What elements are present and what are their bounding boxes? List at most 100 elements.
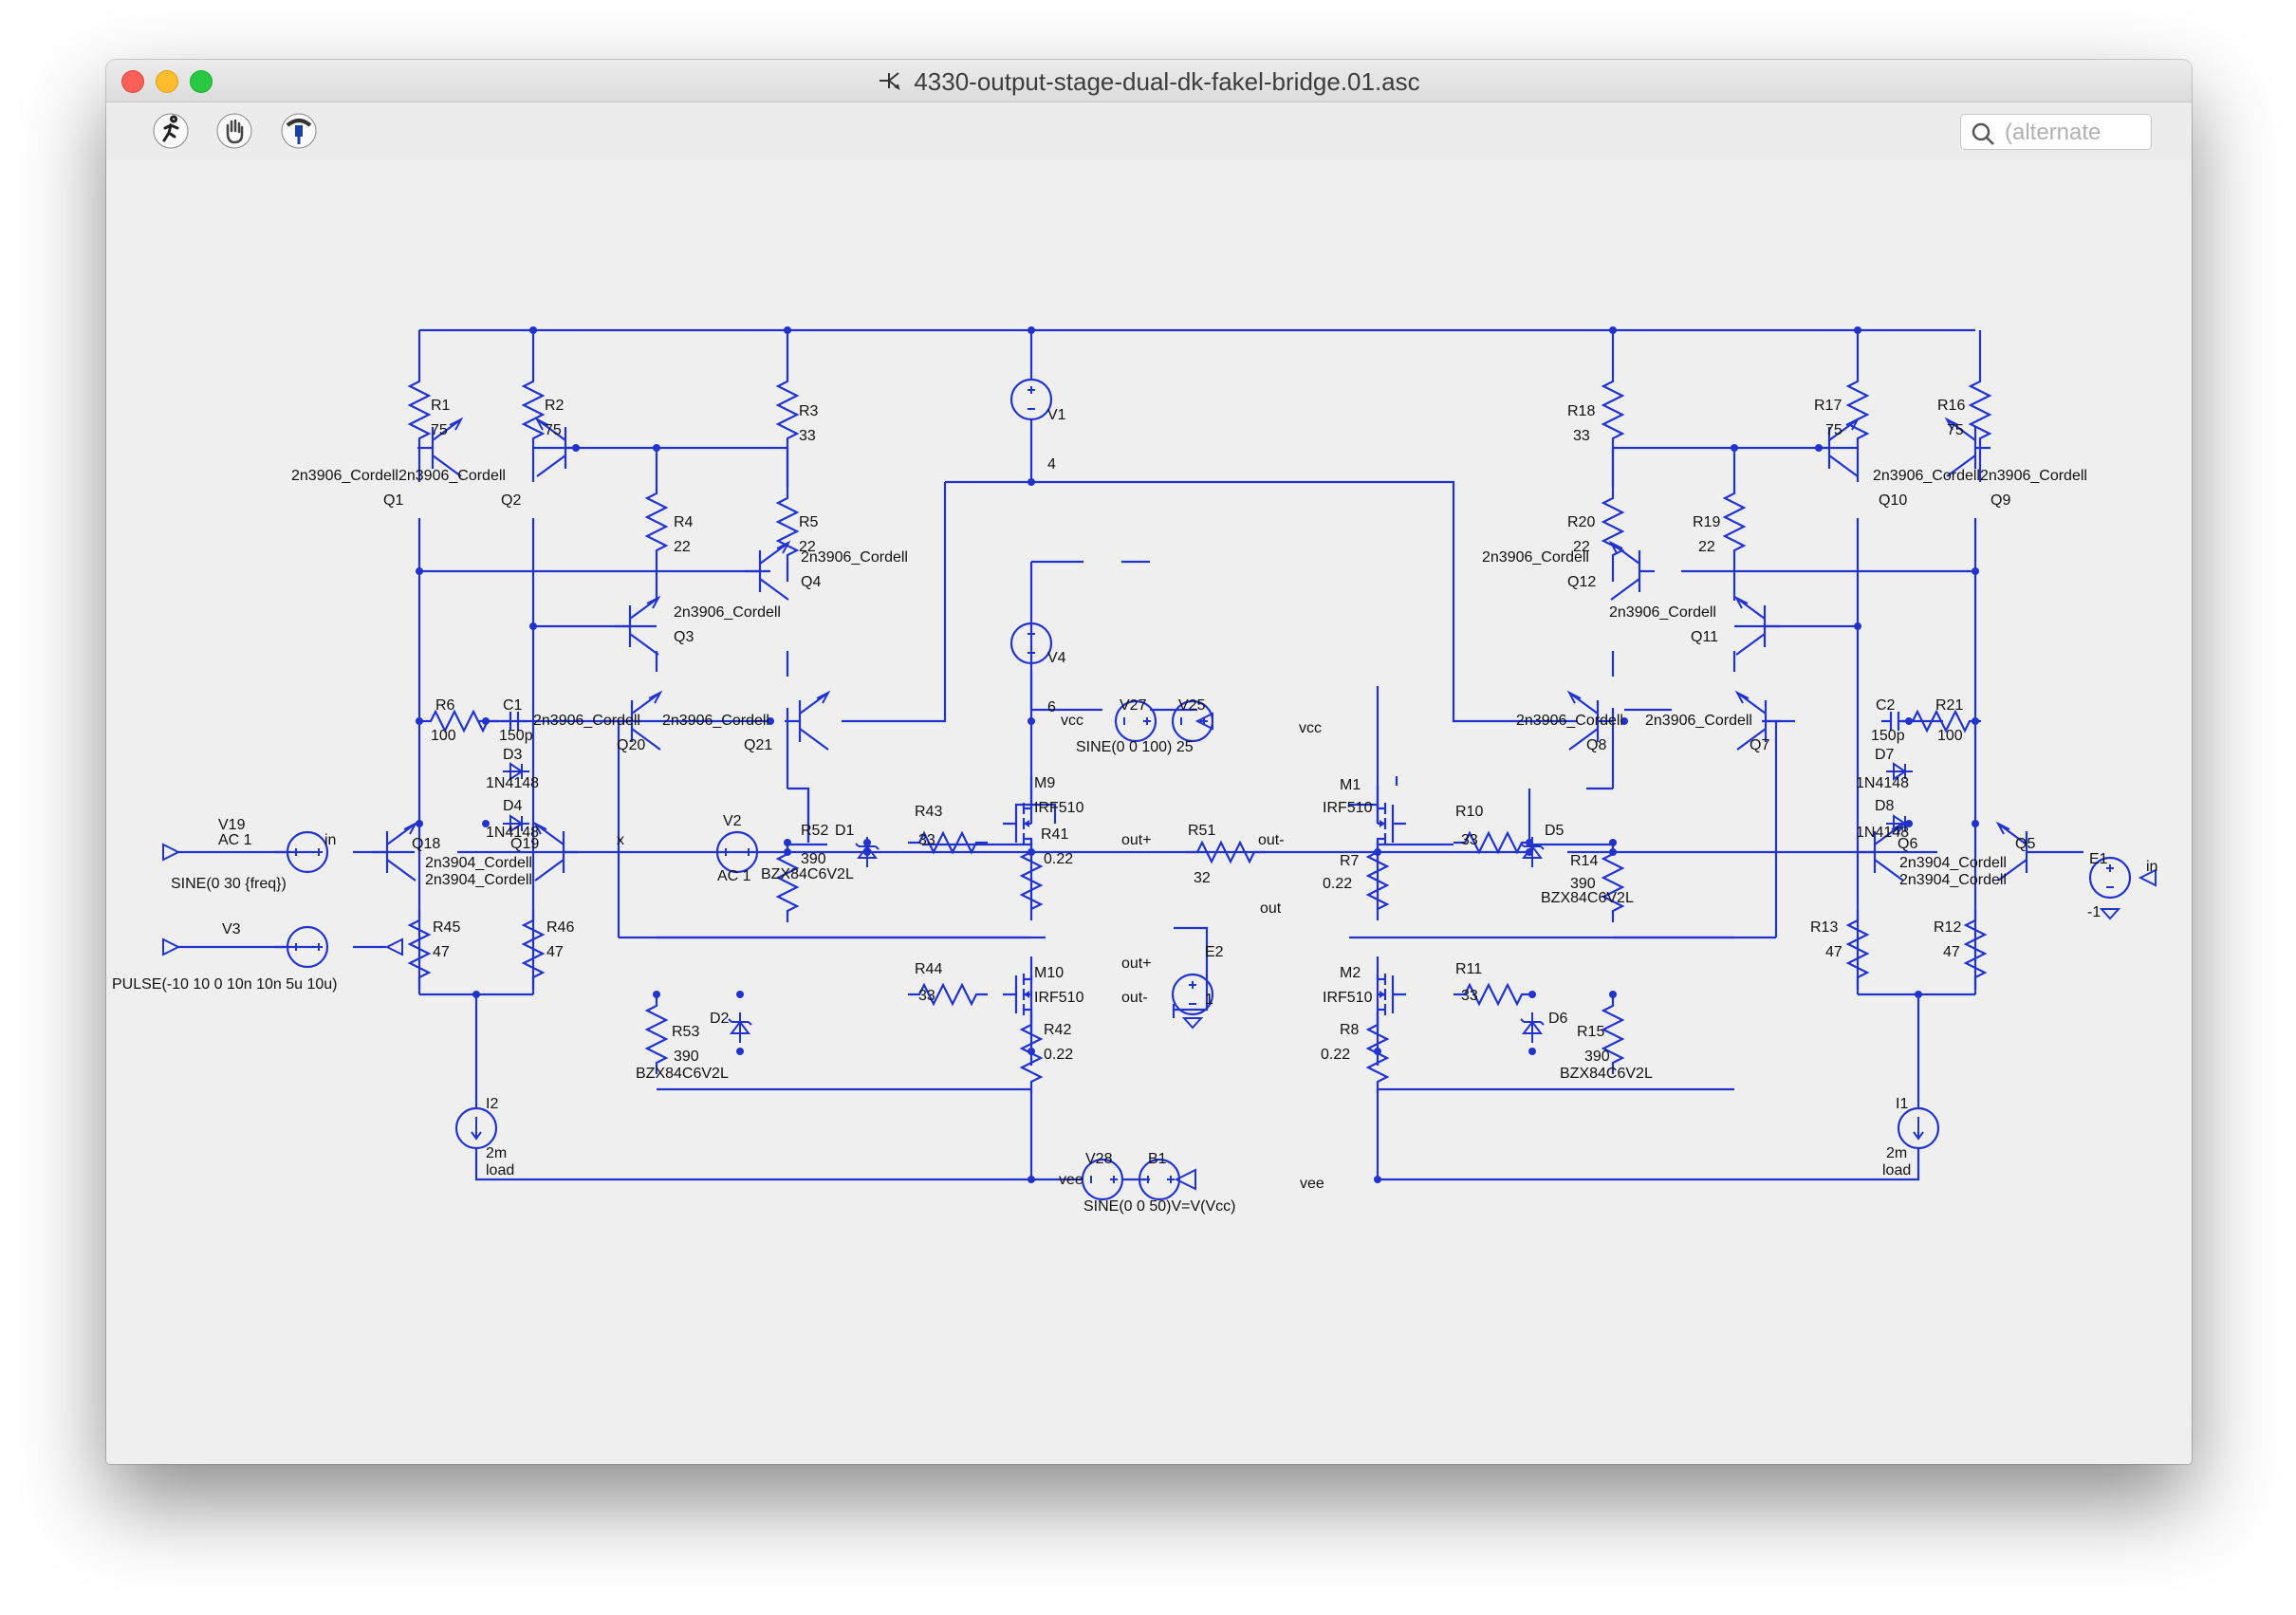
label: load bbox=[486, 1162, 514, 1179]
label: D6 bbox=[1548, 1011, 1568, 1027]
label: 47 bbox=[546, 944, 564, 960]
label: out- bbox=[1258, 832, 1285, 848]
label: V4 bbox=[1047, 650, 1066, 666]
label: Q11 bbox=[1691, 629, 1718, 645]
label: PULSE(-10 10 0 10n 10n 5u 10u) bbox=[112, 976, 338, 993]
label: 33 bbox=[1573, 428, 1590, 444]
label: D2 bbox=[710, 1011, 730, 1027]
label: C1 bbox=[503, 697, 523, 714]
label: vcc bbox=[1299, 720, 1322, 736]
label: in bbox=[324, 832, 336, 848]
label: 2n3906_Cordell bbox=[533, 713, 640, 729]
label: R16 bbox=[1937, 398, 1965, 414]
label: 150p bbox=[1871, 728, 1905, 744]
label: E1 bbox=[2089, 851, 2108, 867]
label: 2n3906_Cordell2n3906_Cordell bbox=[291, 468, 506, 484]
label: V1 bbox=[1047, 407, 1066, 423]
label: R8 bbox=[1340, 1022, 1360, 1038]
label: 75 bbox=[1947, 422, 1964, 438]
toolbar bbox=[106, 102, 2192, 159]
label: SINE(0 0 100) 25 bbox=[1076, 739, 1194, 755]
label: vcc bbox=[1061, 713, 1083, 729]
label: R2 bbox=[545, 398, 565, 414]
schematic[interactable]: R1 75 R2 75 R3 33 V1 4 R18 33 R17 75 R16… bbox=[106, 159, 2192, 1464]
label: V2 bbox=[723, 813, 742, 829]
search-icon bbox=[1971, 121, 1995, 151]
label: 22 bbox=[799, 539, 816, 555]
label: 2n3906_Cordell bbox=[1516, 713, 1623, 729]
label: 22 bbox=[1698, 539, 1715, 555]
label: vee bbox=[1059, 1172, 1083, 1188]
label: 1N4148 bbox=[486, 775, 539, 791]
label: 47 bbox=[1825, 944, 1842, 960]
label: 75 bbox=[431, 422, 448, 438]
label: R6 bbox=[435, 697, 455, 714]
label: R1 bbox=[431, 398, 451, 414]
label: E2 bbox=[1205, 944, 1224, 960]
label: R52 bbox=[801, 823, 828, 839]
label: R46 bbox=[546, 919, 574, 936]
label: Q20 bbox=[617, 737, 645, 753]
schematic-file-icon bbox=[878, 69, 904, 99]
label: I1 bbox=[1896, 1096, 1908, 1112]
schematic-canvas[interactable]: R1 75 R2 75 R3 33 V1 4 R18 33 R17 75 R16… bbox=[106, 159, 2192, 1464]
label: IRF510 bbox=[1323, 990, 1373, 1006]
run-icon[interactable] bbox=[152, 112, 190, 150]
label: Q21 bbox=[744, 737, 772, 753]
label: 0.22 bbox=[1044, 851, 1073, 867]
label: IRF510 bbox=[1034, 990, 1084, 1006]
ltspice-window: 4330-output-stage-dual-dk-fakel-bridge.0… bbox=[106, 60, 2192, 1464]
label: 22 bbox=[1573, 539, 1590, 555]
label: Q10 bbox=[1879, 492, 1907, 509]
probe-icon[interactable] bbox=[280, 112, 318, 150]
label: Q2 bbox=[501, 492, 521, 509]
label: 2n3906_Cordell bbox=[1609, 604, 1716, 621]
label: R5 bbox=[799, 514, 819, 530]
label: 75 bbox=[545, 422, 562, 438]
label: 0.22 bbox=[1321, 1047, 1350, 1063]
title-bar: 4330-output-stage-dual-dk-fakel-bridge.0… bbox=[106, 60, 2192, 102]
label: Q5 bbox=[2015, 836, 2035, 852]
zoom-button[interactable] bbox=[190, 70, 213, 93]
label: 2n3904_Cordell bbox=[1899, 872, 2007, 888]
label: R43 bbox=[915, 804, 942, 820]
label: Q12 bbox=[1567, 574, 1596, 590]
label: in bbox=[2146, 859, 2157, 875]
label: BZX84C6V2L bbox=[1541, 890, 1634, 906]
label: 33 bbox=[1461, 988, 1478, 1004]
label: 150p bbox=[499, 728, 533, 744]
search-box[interactable] bbox=[1960, 114, 2152, 150]
label: x bbox=[617, 832, 624, 848]
label: 100 bbox=[1937, 728, 1963, 744]
label: Q9 bbox=[1990, 492, 2010, 509]
label: M10 bbox=[1034, 965, 1064, 981]
label: 2n3904_Cordell bbox=[1899, 855, 2007, 871]
search-input[interactable] bbox=[2003, 119, 2147, 147]
label: 2n3906_Cordell bbox=[674, 604, 781, 621]
label: 390 bbox=[1584, 1049, 1610, 1065]
window-title-area: 4330-output-stage-dual-dk-fakel-bridge.0… bbox=[106, 67, 2192, 99]
label: V19 bbox=[218, 817, 246, 833]
label: R41 bbox=[1041, 826, 1068, 843]
close-button[interactable] bbox=[121, 70, 144, 93]
label: R20 bbox=[1567, 514, 1595, 530]
hand-icon[interactable] bbox=[215, 112, 253, 150]
label: load bbox=[1882, 1162, 1911, 1179]
label: 1N4148 bbox=[1856, 825, 1909, 841]
label: R18 bbox=[1567, 403, 1595, 419]
label: 2m bbox=[1886, 1145, 1907, 1161]
label: V3 bbox=[222, 921, 241, 937]
label: D7 bbox=[1875, 747, 1895, 763]
label: 4 bbox=[1047, 456, 1056, 473]
label: D8 bbox=[1875, 798, 1895, 814]
label: 47 bbox=[1943, 944, 1960, 960]
label: 1N4148 bbox=[1856, 775, 1909, 791]
label: D5 bbox=[1545, 823, 1565, 839]
label: 0.22 bbox=[1323, 876, 1352, 892]
minimize-button[interactable] bbox=[156, 70, 178, 93]
label: R3 bbox=[799, 403, 819, 419]
label: IRF510 bbox=[1323, 800, 1373, 816]
label: 2n3906_Cordell bbox=[1482, 549, 1589, 566]
component-labels: R1 75 R2 75 R3 33 V1 4 R18 33 R17 75 R16… bbox=[112, 398, 2157, 1215]
label: out bbox=[1260, 900, 1282, 917]
